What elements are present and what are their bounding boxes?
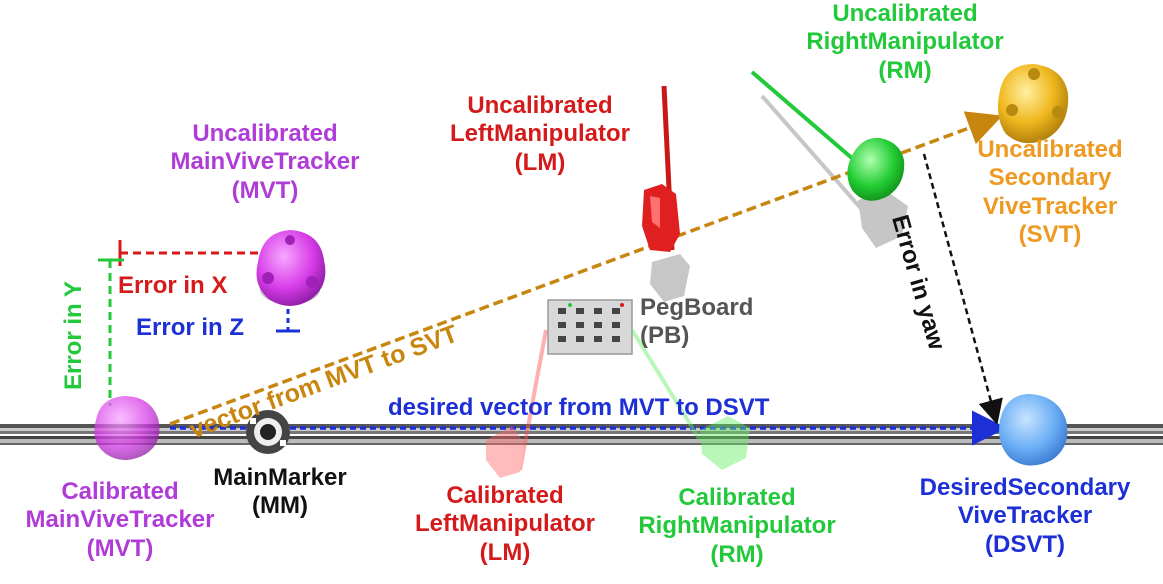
vector-mvt-svt — [169, 111, 1003, 426]
calibrated-rm-manipulator-icon — [630, 328, 750, 470]
label-line: MainMarker — [213, 464, 347, 491]
uncalibrated-svt-tracker-icon — [998, 64, 1069, 144]
label-calibrated-rm: Calibrated RightManipulator (RM) — [612, 484, 862, 569]
label-line: Calibrated — [678, 484, 796, 511]
label-line: (RM) — [710, 540, 764, 568]
label-vector-mvt-dsvt: desired vector from MVT to DSVT — [388, 394, 769, 422]
label-line: (DSVT) — [985, 530, 1065, 558]
calibrated-lm-manipulator-icon — [486, 329, 548, 478]
label-line: Uncalibrated — [977, 136, 1123, 163]
label-line: MainViveTracker — [25, 506, 215, 534]
label-line: LeftManipulator — [450, 120, 630, 148]
label-line: Uncalibrated — [832, 0, 978, 27]
label-line: Secondary — [988, 164, 1112, 192]
label-line: Uncalibrated — [192, 120, 338, 147]
label-pegboard: PegBoard (PB) — [640, 294, 753, 351]
label-uncalibrated-lm: Uncalibrated LeftManipulator (LM) — [430, 92, 650, 177]
label-line: LeftManipulator — [415, 510, 595, 538]
uncalibrated-mvt-tracker-icon — [256, 230, 326, 306]
label-line: (RM) — [878, 56, 932, 84]
label-line: (MVT) — [231, 176, 299, 204]
label-line: (PB) — [640, 322, 690, 350]
label-desired-svt: DesiredSecondary ViveTracker (DSVT) — [890, 474, 1160, 559]
label-error-y: Error in Y — [60, 281, 87, 390]
yaw-line — [922, 153, 1003, 425]
label-line: Error in X — [118, 272, 228, 299]
label-line: ViveTracker — [982, 192, 1118, 220]
label-calibrated-lm: Calibrated LeftManipulator (LM) — [400, 482, 610, 567]
uncalibrated-lm-manipulator-icon — [642, 85, 680, 252]
label-line: DesiredSecondary — [919, 474, 1131, 501]
label-error-z: Error in Z — [136, 314, 244, 342]
label-line: ViveTracker — [957, 502, 1093, 530]
label-line: Uncalibrated — [467, 92, 613, 119]
label-uncalibrated-mvt: Uncalibrated MainViveTracker (MVT) — [150, 120, 380, 205]
label-line: Calibrated — [446, 482, 564, 509]
label-line: (LM) — [514, 148, 566, 176]
label-line: (SVT) — [1018, 220, 1082, 248]
uncalibrated-rm-manipulator-icon — [750, 70, 905, 201]
label-uncalibrated-rm: Uncalibrated RightManipulator (RM) — [780, 0, 1030, 85]
calibrated-mvt-tracker-icon — [94, 396, 160, 460]
label-line: (MM) — [252, 492, 308, 520]
label-line: Calibrated — [61, 478, 179, 505]
label-line: (LM) — [479, 538, 531, 566]
label-error-x: Error in X — [118, 272, 227, 300]
label-line: PegBoard — [640, 294, 754, 321]
label-line: RightManipulator — [638, 512, 836, 540]
label-line: MainViveTracker — [170, 148, 360, 176]
label-line: Error in Z — [136, 314, 245, 341]
label-calibrated-mvt: Calibrated MainViveTracker (MVT) — [0, 478, 240, 563]
desired-svt-tracker-icon — [999, 394, 1068, 466]
label-line: desired vector from MVT to DSVT — [388, 394, 770, 421]
label-uncalibrated-svt: Uncalibrated Secondary ViveTracker (SVT) — [950, 136, 1150, 249]
label-line: (MVT) — [86, 534, 154, 562]
pegboard-icon — [547, 299, 633, 355]
main-marker-icon — [246, 410, 290, 454]
label-line: RightManipulator — [806, 28, 1004, 56]
label-main-marker: MainMarker (MM) — [190, 464, 370, 521]
